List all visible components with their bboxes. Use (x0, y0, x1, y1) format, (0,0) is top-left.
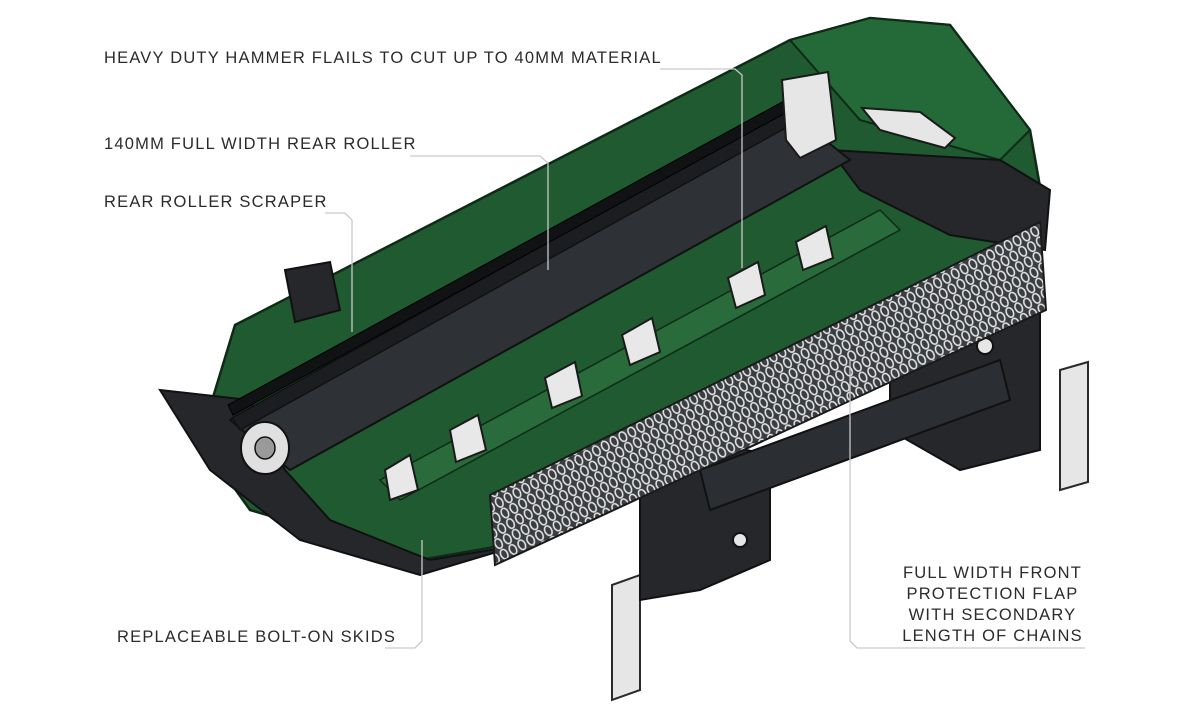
callout-front-flap-line: LENGTH OF CHAINS (902, 627, 1083, 645)
callout-front-flap-line: WITH SECONDARY (908, 606, 1077, 624)
callout-skids: REPLACEABLE BOLT-ON SKIDS (117, 628, 397, 646)
callout-front-flap-line: PROTECTION FLAP (906, 585, 1079, 603)
side-bracket (283, 70, 957, 324)
callout-hammer-flails: HEAVY DUTY HAMMER FLAILS TO CUT UP TO 40… (104, 49, 662, 67)
callout-front-flap-line: FULL WIDTH FRONT (903, 564, 1082, 582)
parking-stands (611, 360, 1089, 702)
leader-lines (325, 68, 1085, 649)
hammer-flail (383, 453, 420, 502)
hammer-flail (726, 260, 767, 310)
callout-rear-roller: 140MM FULL WIDTH REAR ROLLER (104, 135, 417, 153)
flail-rotor (378, 209, 902, 502)
callout-roller-scraper: REAR ROLLER SCRAPER (104, 193, 328, 211)
front-chain-flap (488, 220, 1048, 567)
callout-front-flap: FULL WIDTH FRONT PROTECTION FLAP WITH SE… (885, 563, 1100, 647)
rear-roller (228, 107, 852, 475)
hammer-flail (794, 224, 835, 272)
hammer-flail (448, 413, 488, 464)
hammer-flail (543, 360, 584, 410)
hammer-flail (620, 316, 662, 367)
